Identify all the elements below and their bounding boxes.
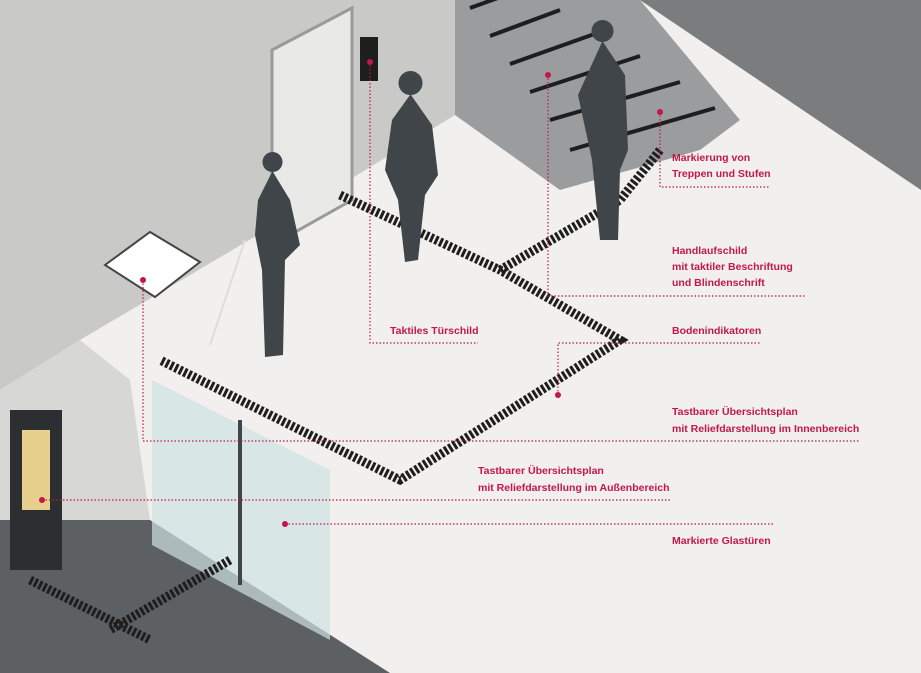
label-plan-inside-2: mit Reliefdarstellung im Innenbereich <box>672 423 859 435</box>
label-plan-inside-1: Tastbarer Übersichtsplan <box>672 405 798 418</box>
tactile-floor-indicators <box>27 147 664 645</box>
label-stairs-1: Markierung von <box>672 152 750 164</box>
inside-plan <box>103 230 202 299</box>
label-plan-outside-2: mit Reliefdarstellung im Außenbereich <box>478 482 670 494</box>
label-handrail-1: Handlaufschild <box>672 245 747 257</box>
white-cane <box>209 239 246 346</box>
person-at-handrail <box>578 20 628 241</box>
person-with-cane <box>255 152 300 357</box>
label-handrail-3: und Blindenschrift <box>672 277 765 289</box>
outside-plan-map <box>22 430 50 510</box>
label-stairs-2: Treppen und Stufen <box>672 168 771 180</box>
person-walking <box>385 71 438 262</box>
leader-lines <box>39 59 860 527</box>
people <box>209 20 628 357</box>
label-glass-doors: Markierte Glastüren <box>672 535 771 547</box>
right-wall <box>640 0 921 190</box>
label-handrail-2: mit taktiler Beschriftung <box>672 261 793 273</box>
label-plan-outside-1: Tastbarer Übersichtsplan <box>478 464 604 477</box>
outside-ground <box>0 520 390 673</box>
door-sign <box>360 37 378 81</box>
label-door-sign: Taktiles Türschild <box>390 325 479 337</box>
label-floor-indicators: Bodenindikatoren <box>672 325 761 337</box>
